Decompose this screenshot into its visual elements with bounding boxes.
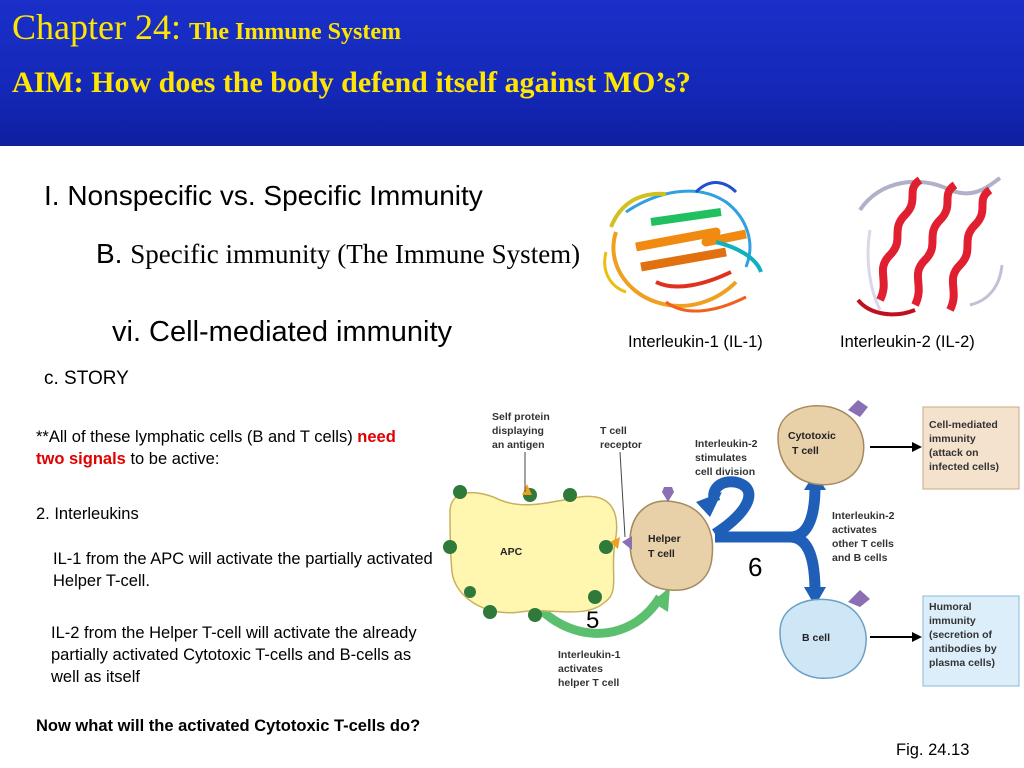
il1-arrowhead [652,587,670,612]
helper-label-2: T cell [648,548,675,560]
cytotoxic-label-1: Cytotoxic [788,430,836,442]
outline-level-3: vi. Cell-mediated immunity [112,316,453,348]
bcell-to-box-head [912,632,922,642]
humoral-box [922,595,1020,687]
il2-activates-label-3: other T cells [832,538,894,550]
antigen-marker [522,484,532,495]
il1-structure-image [603,181,763,313]
il2-stimulates-label-2: stimulates [695,452,747,464]
cell-mediated-text-1: Cell-mediated [929,419,998,431]
outline-level-4: c. STORY [44,368,129,389]
il2-stimulates-label-1: Interleukin-2 [695,438,758,450]
il2-caption: Interleukin-2 (IL-2) [840,333,975,351]
cytotoxic-label-2: T cell [792,445,819,457]
il1-activates-label-1: Interleukin-1 [558,649,621,661]
tcell-receptor-shape [622,536,632,550]
figure-label: Fig. 24.13 [896,741,970,759]
b-cell [779,598,867,680]
il1-note: IL-1 from the APC will activate the part… [53,550,433,590]
bcell-receptor [848,590,870,607]
helper-t-cell [629,500,714,591]
il2-note: IL-2 from the Helper T-cell will activat… [51,624,417,686]
two-signals-after: to be active: [130,450,220,468]
bcell-label: B cell [802,632,830,644]
il2-split-arrow-down [789,531,821,593]
apc-label: APC [500,546,523,558]
aim-statement: AIM: How does the body defend itself aga… [12,66,691,99]
tcell-receptor-label-1: T cell [600,425,627,437]
il2-activates-label-2: activates [832,524,877,536]
tcell-receptor-label-2: receptor [600,439,642,451]
cytotoxic-to-box-head [912,442,922,452]
il2-stimulates-label-3: cell division [695,466,755,478]
il2-activates-label-4: and B cells [832,552,888,564]
self-protein-label-1: Self protein [492,411,550,423]
step-5-number: 5 [586,607,599,634]
antigen-marker-2 [610,537,620,549]
chapter-title: Chapter 24: The Immune System [12,6,401,48]
cell-mediated-box [922,406,1020,490]
humoral-text-2: immunity [929,615,976,627]
outline-level-1: I. Nonspecific vs. Specific Immunity [44,180,483,211]
humoral-text-1: Humoral [929,601,972,613]
chapter-subtitle: The Immune System [188,19,401,45]
il2-arrowhead-down [804,587,826,606]
two-signals-highlight: need two signals [36,428,396,468]
helper-receptor-top [662,487,674,502]
il2-loop-arrowhead [696,492,722,517]
il2-loop-arrow [708,476,755,539]
il1-caption: Interleukin-1 (IL-1) [628,333,763,351]
outline-level-2-prefix: B. [96,238,123,269]
two-signals-note: **All of these lymphatic cells (B and T … [36,426,396,470]
cytotoxic-receptor [848,400,868,417]
humoral-text-4: antibodies by [929,643,997,655]
two-signals-before: **All of these lymphatic cells (B and T … [36,428,353,446]
outline-level-2: B. Specific immunity (The Immune System) [96,234,596,274]
slide-header: Chapter 24: The Immune System AIM: How d… [0,0,1024,146]
chapter-number: Chapter 24: [12,7,181,47]
self-protein-label-2: displaying [492,425,544,437]
il1-activates-label-3: helper T cell [558,677,619,689]
cell-mediated-text-2: immunity [929,433,976,445]
immune-diagram: APC Helper T cell Cytotoxic T cell B cel… [443,400,1020,689]
humoral-text-3: (secretion of [929,629,993,641]
interleukins-heading: 2. Interleukins [36,505,139,523]
question-text: Now what will the activated Cytotoxic T-… [36,717,421,735]
il2-activates-label-1: Interleukin-2 [832,510,895,522]
cell-mediated-text-3: (attack on [929,447,979,459]
helper-label-1: Helper [648,533,681,545]
il2-structure-image [856,176,1004,317]
self-protein-label-3: an antigen [492,439,545,451]
outline-level-2-text: Specific immunity (The Immune System) [130,239,581,269]
cytotoxic-t-cell [777,405,865,486]
tcell-receptor-pointer [619,451,626,538]
humoral-text-5: plasma cells) [929,657,995,669]
il1-activates-label-2: activates [558,663,603,675]
step-6-number: 6 [748,552,762,582]
cell-mediated-text-4: infected cells) [929,461,999,473]
apc-cell [449,491,618,614]
